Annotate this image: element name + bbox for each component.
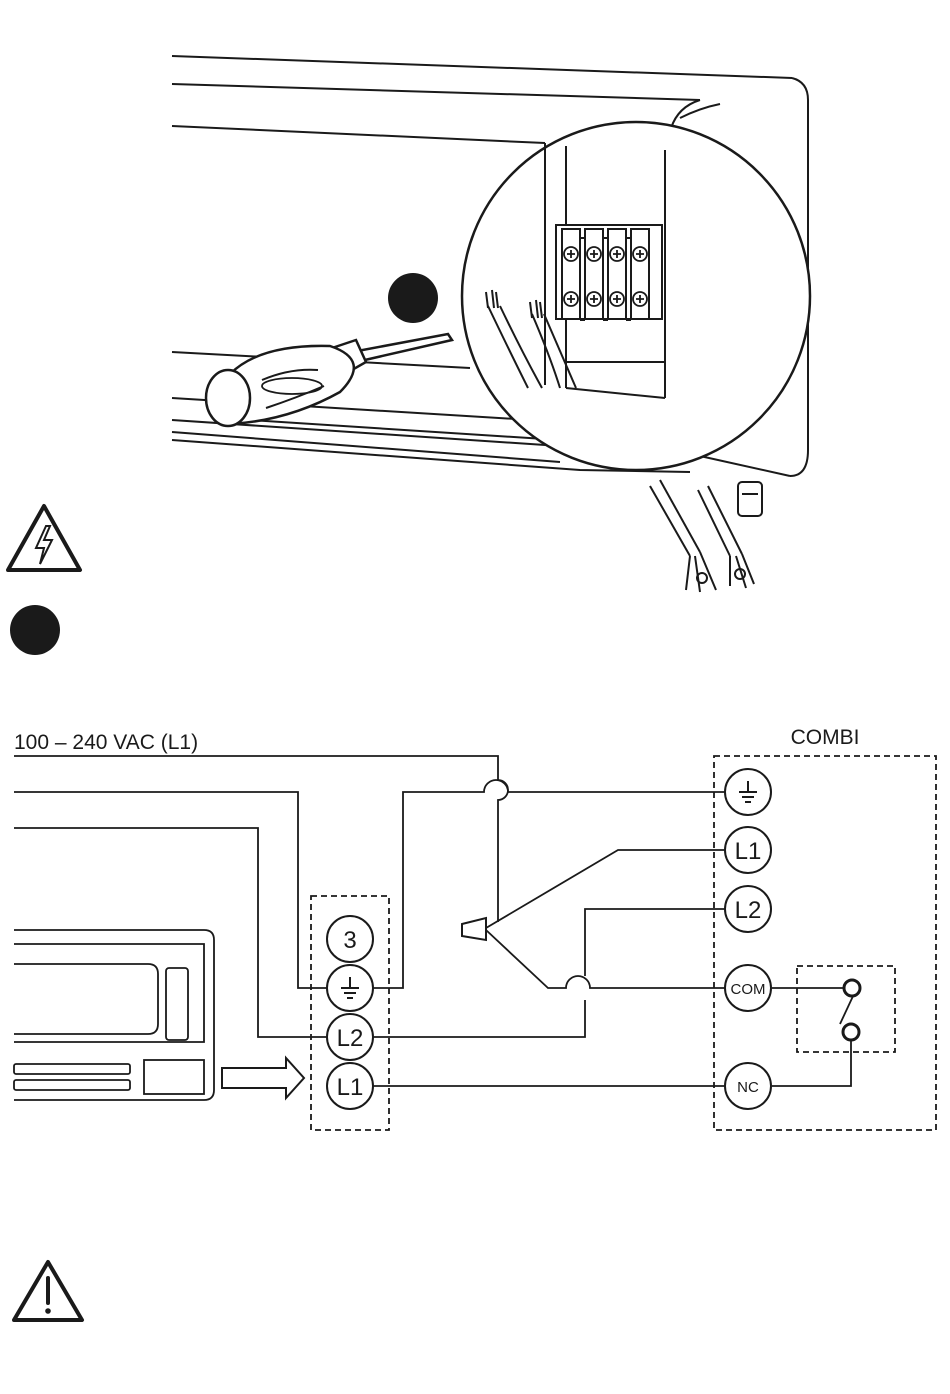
combi-terminal-com: COM <box>731 981 766 998</box>
electric-hazard-icon <box>8 506 80 570</box>
combi-terminal-nc: NC <box>737 1079 759 1096</box>
combi-terminal-l2: L2 <box>735 897 762 924</box>
supply-label: 100 – 240 VAC (L1) <box>14 731 198 754</box>
thermostat-device-illustration <box>14 930 214 1100</box>
black-dot-icon <box>10 605 60 655</box>
terminal-block-magnifier <box>462 122 810 470</box>
warning-icon <box>14 1262 82 1320</box>
thermostat-terminal-l2: L2 <box>337 1025 364 1052</box>
thermostat-terminal-3: 3 <box>343 927 356 954</box>
combi-title: COMBI <box>791 726 860 749</box>
combi-terminal-l1: L1 <box>735 838 762 865</box>
thermostat-terminal-l1: L1 <box>337 1074 364 1101</box>
step-marker-dot <box>388 273 438 323</box>
arrow-icon <box>222 1058 304 1098</box>
